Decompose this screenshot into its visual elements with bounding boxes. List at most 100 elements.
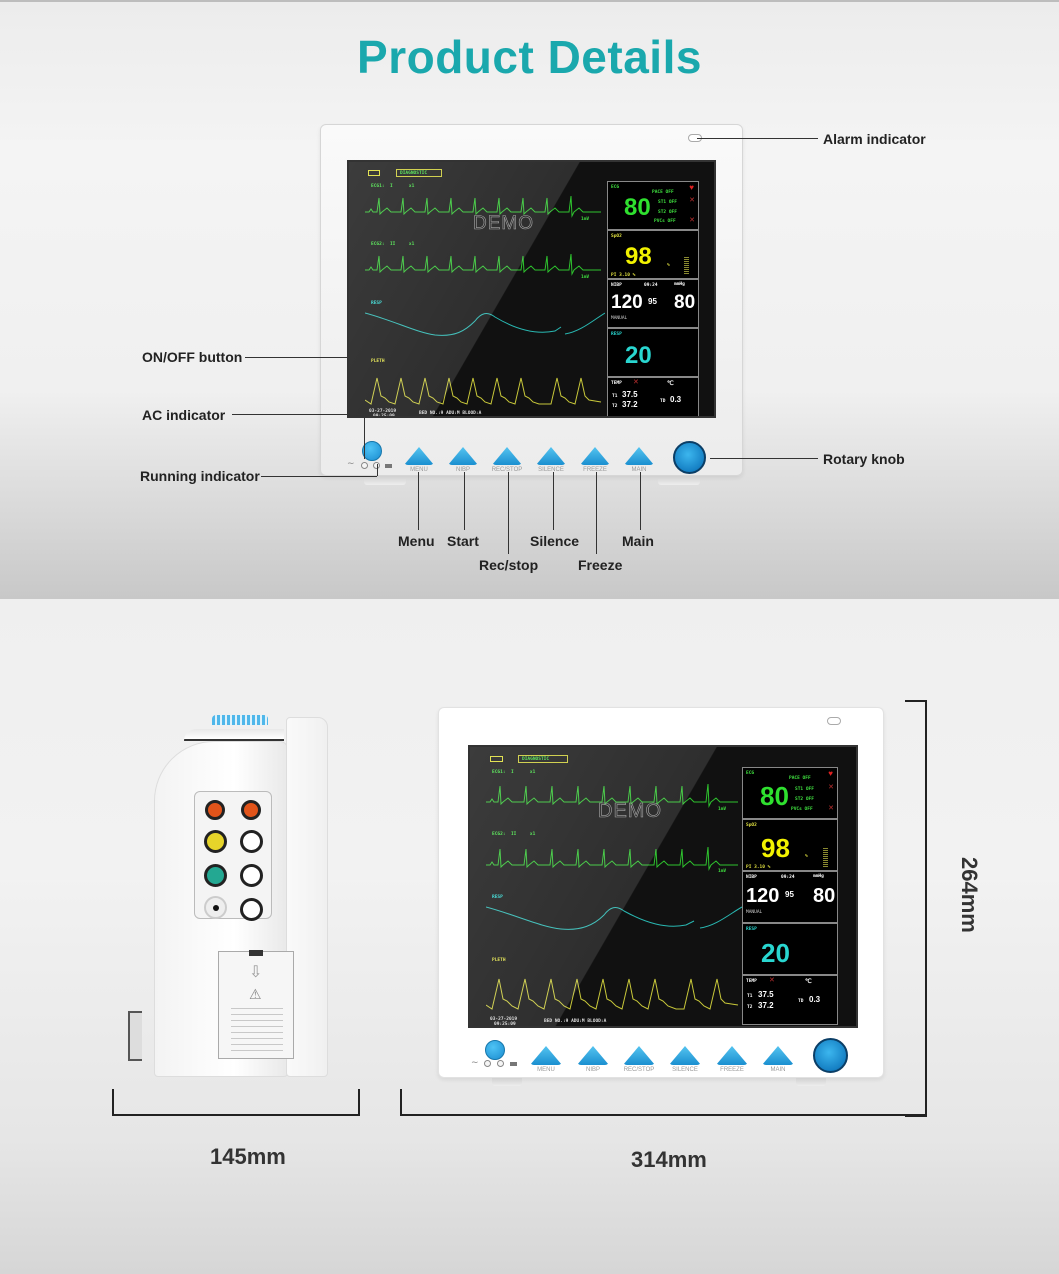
running-indicator-led-2 <box>497 1060 504 1067</box>
battery-icon <box>368 170 380 176</box>
spo2-value-2: 98 <box>761 833 790 863</box>
ecg-connector-3[interactable] <box>240 898 263 921</box>
callout-menu: Menu <box>398 533 435 549</box>
resp-param-box-2: RESP 20 <box>742 923 838 975</box>
callout-running-indicator: Running indicator <box>140 468 260 484</box>
td-label-2: TD <box>798 999 804 1004</box>
nibp-mean-2: 80 <box>813 885 836 907</box>
ecg1-waveform <box>365 195 601 218</box>
resp-param-label-2: RESP <box>746 927 757 932</box>
menu-callout-line <box>418 472 419 530</box>
footer-date-2: 03-27-2019 <box>490 1017 518 1022</box>
nibp-connector[interactable] <box>204 864 227 887</box>
side-view: ⇩ ⚠ <box>128 711 338 1081</box>
resp-waveform <box>365 312 605 336</box>
ecg1-scale-2: 1mV <box>718 807 727 812</box>
ecg1-waveform-2 <box>486 783 738 808</box>
nibp-button-2[interactable] <box>577 1046 609 1065</box>
menu-button-label: MENU <box>410 467 428 473</box>
freeze-button[interactable] <box>580 447 610 465</box>
temp-alarm-off-icon: ✕ <box>633 379 639 386</box>
freeze-button-label-2: FREEZE <box>720 1067 744 1073</box>
resp-rate-value-2: 20 <box>761 938 790 968</box>
rear-clamp <box>128 1011 142 1061</box>
nibp-systolic-2: 120 <box>746 885 780 907</box>
ecg2-scale-2: 1mV <box>718 869 727 874</box>
perfusion-index: PI 3.10 % <box>611 273 636 278</box>
main-callout-line <box>640 472 641 530</box>
nibp-unit-2: mmHg <box>813 874 824 879</box>
battery-indicator-icon <box>385 464 392 468</box>
callout-alarm-indicator: Alarm indicator <box>823 131 926 147</box>
page-title: Product Details <box>357 31 702 83</box>
ecg-connector-1[interactable] <box>240 830 263 853</box>
main-button-label-2: MAIN <box>770 1067 786 1073</box>
ecg2-scale: 1mV <box>581 275 590 280</box>
silence-button-2[interactable] <box>669 1046 701 1065</box>
temp-probe-connector-1[interactable] <box>205 800 225 820</box>
ecg-connector-2[interactable] <box>240 864 263 887</box>
pvcs-status: PVCs OFF <box>654 219 676 224</box>
resp-wave-label: RESP <box>371 301 382 306</box>
battery-indicator-icon-2 <box>510 1062 517 1066</box>
nibp-time: 09:24 <box>644 283 658 288</box>
battery-icon-2 <box>490 756 503 762</box>
nibp-mode-2: MANUAL <box>746 910 763 915</box>
rec-stop-button-2[interactable] <box>623 1046 655 1065</box>
ecg-param-box-2: ECG ♥ 80 PACE OFF ST1 OFF ST2 OFF PVCs O… <box>742 767 838 819</box>
freeze-button-2[interactable] <box>716 1046 748 1065</box>
t2-label-2: T2 <box>747 1005 753 1010</box>
ecg2-label: ECG2: II x1 <box>371 242 415 247</box>
st-alarm-off-icon-2: ✕ <box>828 784 834 791</box>
temp-probe-connector-2[interactable] <box>241 800 261 820</box>
ecg1-label: ECG1: I x1 <box>371 184 415 189</box>
nibp-mean: 80 <box>674 292 696 313</box>
temp-param-box: TEMP ✕ ℃ T1 37.5 T2 37.2 TD 0.3 <box>607 377 699 416</box>
monitor-foot-left-2 <box>492 1078 522 1086</box>
ecg2-waveform-2 <box>486 846 738 871</box>
ecg-param-label-2: ECG <box>746 771 755 776</box>
silence-button[interactable] <box>536 447 566 465</box>
perfusion-index-2: PI 3.10 % <box>746 865 771 870</box>
rotary-knob[interactable] <box>673 441 706 474</box>
rec-stop-button[interactable] <box>492 447 522 465</box>
main-button-2[interactable] <box>762 1046 794 1065</box>
temp-param-label-2: TEMP <box>746 979 757 984</box>
st2-status: ST2 OFF <box>658 210 677 215</box>
ac-callout-line-h <box>232 414 364 415</box>
nibp-diastolic: 95 <box>648 297 657 306</box>
battery-warning-text-lines <box>231 1008 283 1052</box>
width-bracket <box>400 1089 927 1116</box>
nibp-hose-port[interactable] <box>204 896 227 919</box>
depth-bracket <box>112 1089 360 1116</box>
callout-silence: Silence <box>530 533 580 549</box>
callout-main: Main <box>622 533 654 549</box>
nibp-diastolic-2: 95 <box>785 890 794 899</box>
on-off-button-2[interactable] <box>485 1040 505 1060</box>
spo2-connector[interactable] <box>204 830 227 853</box>
menu-button[interactable] <box>404 447 434 465</box>
temp-unit-2: ℃ <box>805 979 812 985</box>
td-value: 0.3 <box>670 395 682 404</box>
main-button[interactable] <box>624 447 654 465</box>
t1-label-2: T1 <box>747 994 753 999</box>
silence-button-label: SILENCE <box>538 467 564 473</box>
rotary-knob-2[interactable] <box>813 1038 848 1073</box>
monitor-front: DIAGNOSTIC ECG1: I x1 1mV DEMO ECG2: II … <box>320 124 743 476</box>
battery-door[interactable]: ⇩ ⚠ <box>218 950 294 1059</box>
demo-watermark-2: DEMO <box>598 800 662 823</box>
resp-rate-value: 20 <box>625 342 652 369</box>
nibp-param-box-2: NIBP 09:24 mmHg 120 95 80 MANUAL <box>742 871 838 923</box>
nibp-param-label-2: NIBP <box>746 875 757 880</box>
on-off-button[interactable] <box>362 441 382 461</box>
spo2-param-box: SpO2 98 % PI 3.10 % <box>607 230 699 279</box>
pleth-waveform <box>365 377 602 405</box>
menu-button-2[interactable] <box>530 1046 562 1065</box>
nibp-param-label: NIBP <box>611 283 622 288</box>
footer-time-2: 09:25:09 <box>494 1022 516 1027</box>
footer-info: BED NO.:9 ADU:M BLOOD:A <box>419 411 482 416</box>
knob-callout-line <box>710 458 818 459</box>
monitor-foot-right <box>658 476 700 485</box>
nibp-button[interactable] <box>448 447 478 465</box>
t1-value-2: 37.5 <box>758 990 774 999</box>
